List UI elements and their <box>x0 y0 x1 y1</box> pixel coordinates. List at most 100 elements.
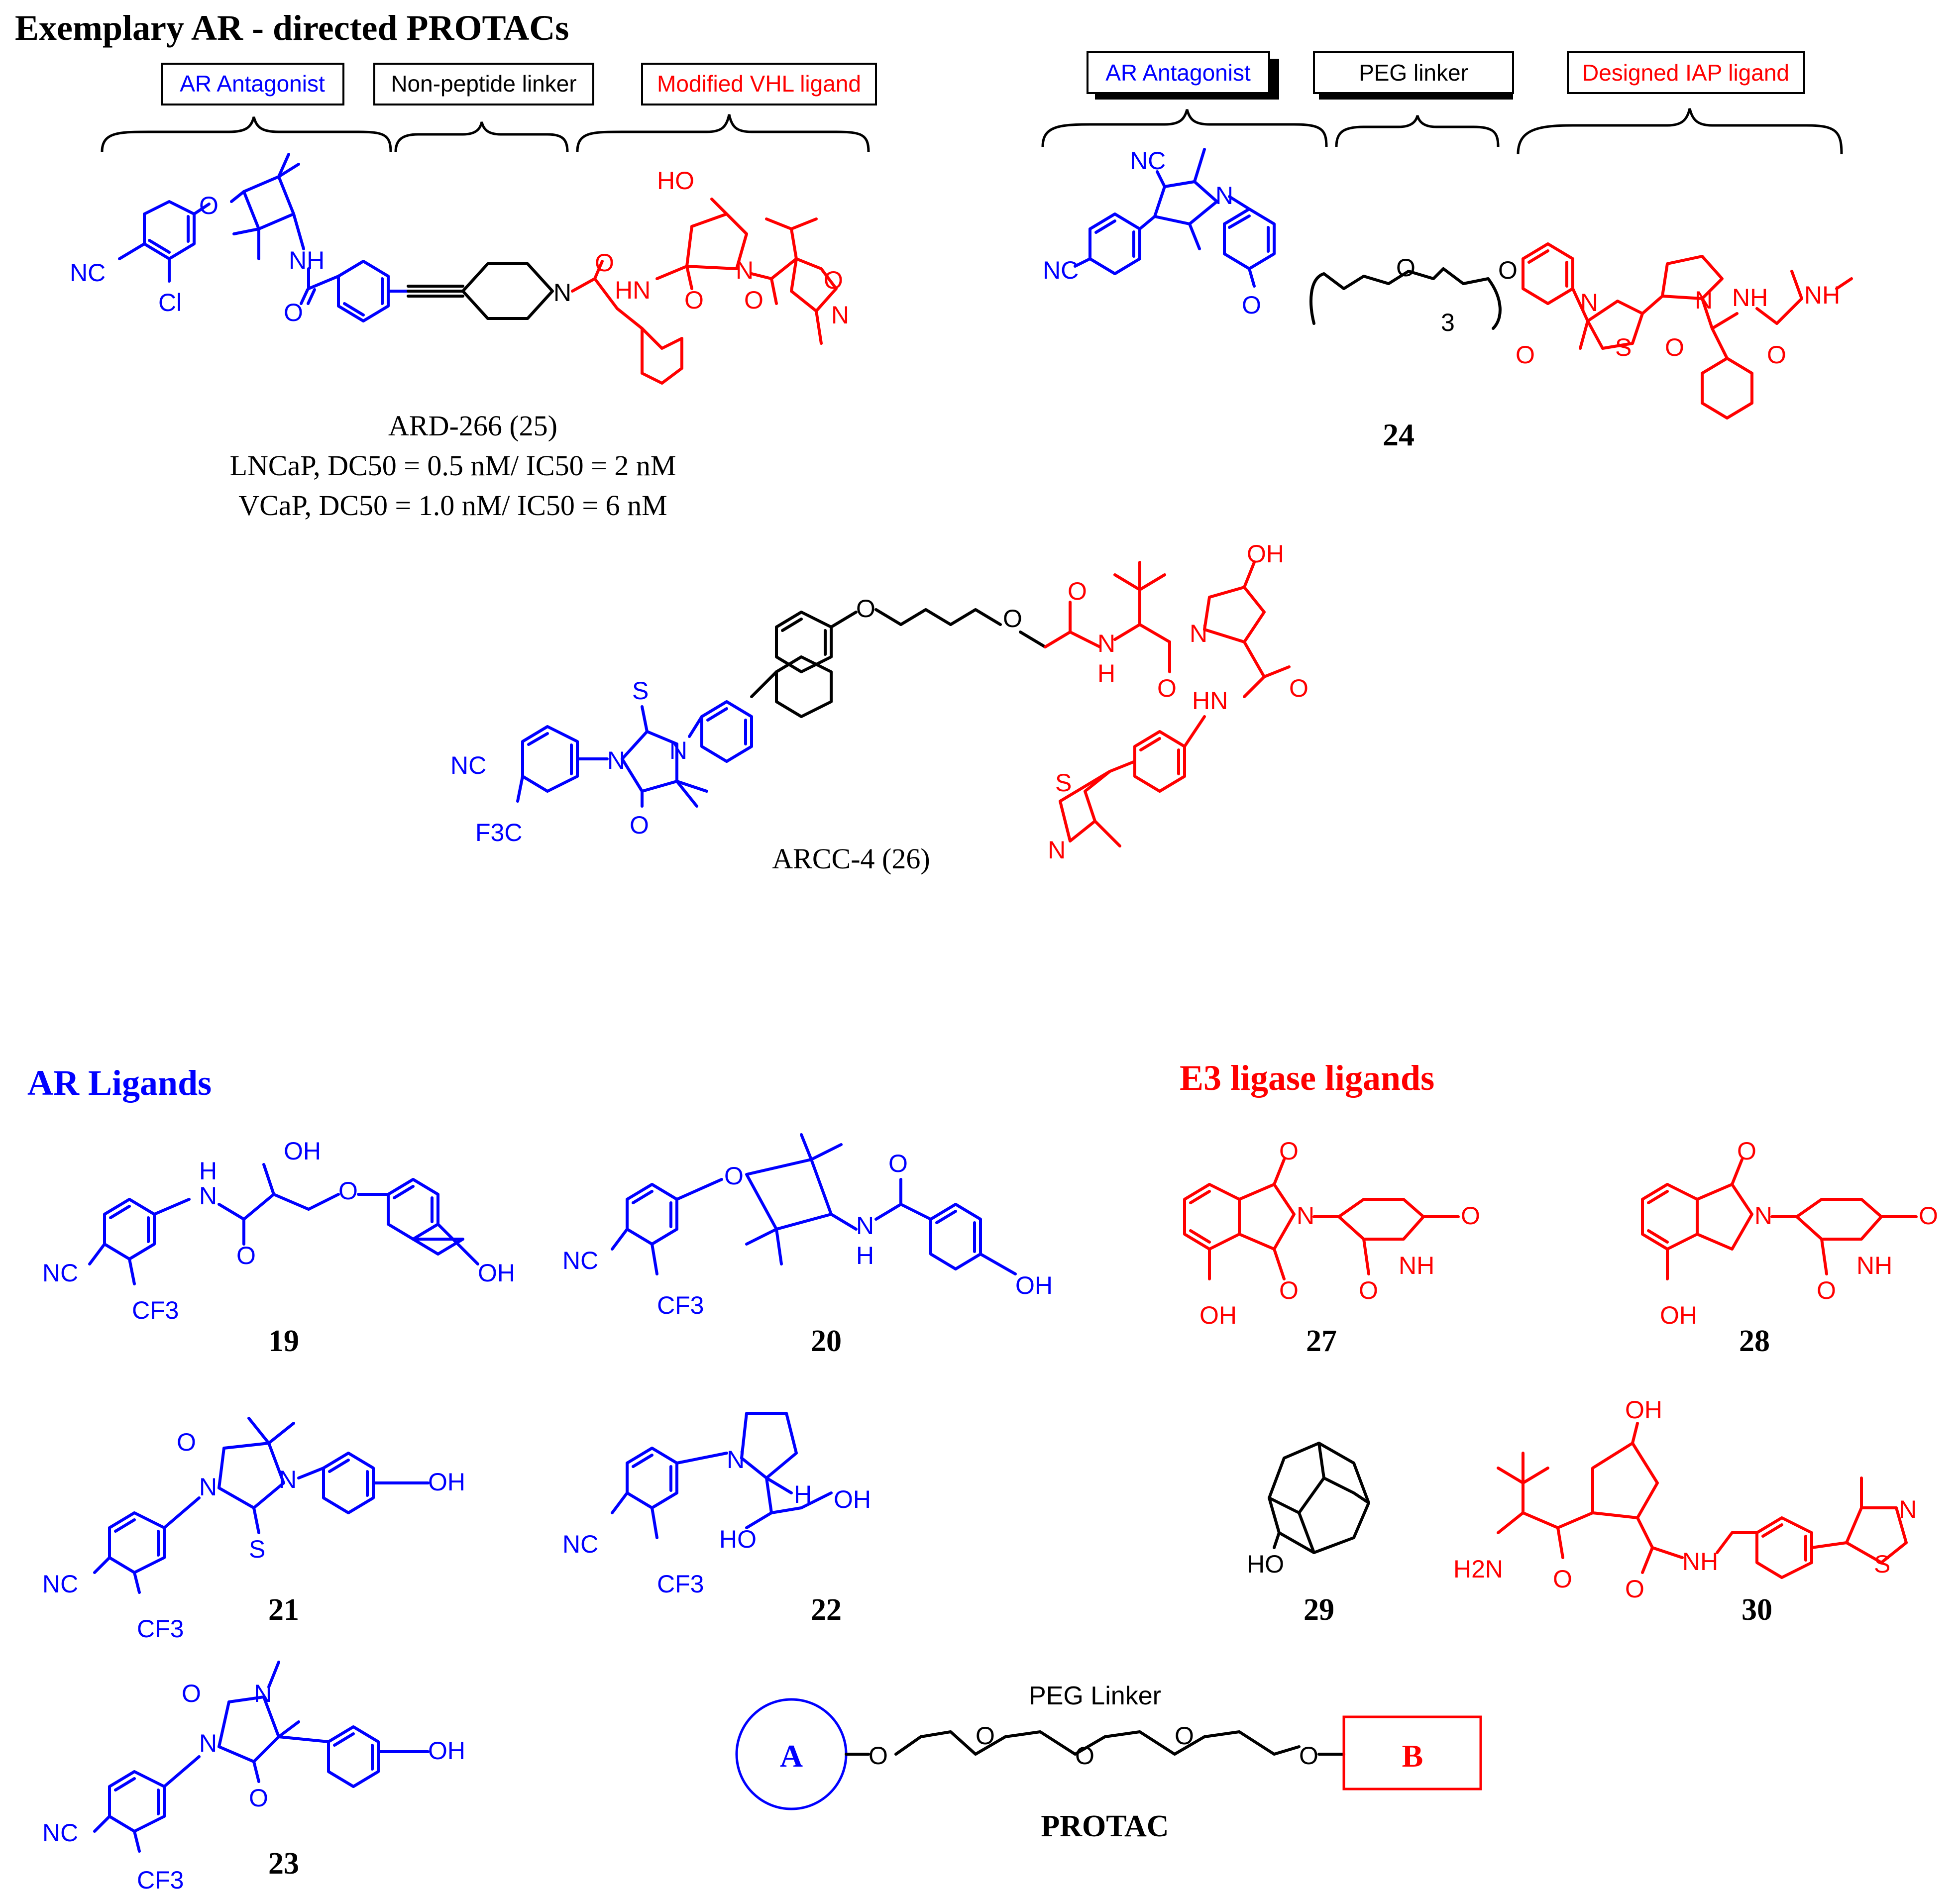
svg-text:O: O <box>1157 674 1177 702</box>
ar-ligand-20: NC CF3 O N H O OH <box>562 1133 1053 1319</box>
compound-25: AR Antagonist Non-peptide linker Modifie… <box>70 63 877 522</box>
peg-linker-moiety-24: O 3 O <box>1309 254 1518 336</box>
svg-text:NH: NH <box>1856 1252 1892 1279</box>
svg-text:F3C: F3C <box>475 819 522 846</box>
svg-text:O: O <box>1279 1137 1299 1165</box>
svg-text:NC: NC <box>562 1247 598 1274</box>
svg-text:O: O <box>1279 1276 1299 1304</box>
brace-linker-25 <box>394 121 569 152</box>
svg-text:CF3: CF3 <box>657 1291 704 1319</box>
svg-text:O: O <box>824 266 843 294</box>
ar-antagonist-moiety-24: NC NC N O <box>1043 147 1276 319</box>
svg-text:N: N <box>1580 289 1598 316</box>
svg-text:Designed IAP ligand: Designed IAP ligand <box>1582 60 1789 86</box>
svg-text:HO: HO <box>719 1525 757 1553</box>
svg-text:O: O <box>182 1680 201 1707</box>
tag-peg-linker-24: PEG linker <box>1313 51 1514 100</box>
tag-designed-iap-ligand: Designed IAP ligand <box>1567 51 1805 94</box>
svg-text:O: O <box>1498 256 1518 284</box>
svg-text:O: O <box>1461 1202 1480 1230</box>
svg-text:CF3: CF3 <box>657 1570 704 1598</box>
svg-text:O: O <box>724 1162 744 1190</box>
vhl-ligand-moiety-26: O N H O N OH O HN S <box>1044 540 1308 864</box>
svg-text:N: N <box>1215 182 1233 210</box>
svg-text:NC: NC <box>42 1259 78 1287</box>
svg-text:NH: NH <box>1732 284 1768 312</box>
brace-vhl-25 <box>576 114 870 152</box>
svg-text:O: O <box>869 1742 888 1770</box>
svg-text:NC: NC <box>450 751 486 779</box>
svg-text:HN: HN <box>1192 687 1228 715</box>
e3-ligand-27: OH O O N O NH O <box>1183 1137 1480 1329</box>
svg-text:O: O <box>1516 341 1535 369</box>
svg-text:HO: HO <box>657 167 694 195</box>
svg-text:N: N <box>1048 836 1066 864</box>
e3-ligase-ligands-heading: E3 ligase ligands <box>1180 1058 1434 1098</box>
svg-text:O: O <box>249 1784 268 1812</box>
peg-linker-label: PEG Linker <box>1029 1682 1161 1710</box>
svg-text:HN: HN <box>615 276 651 304</box>
svg-text:OH: OH <box>1625 1396 1662 1424</box>
svg-text:S: S <box>1874 1550 1890 1578</box>
svg-text:N: N <box>669 737 687 764</box>
ar-ligand-21-label: 21 <box>268 1593 299 1627</box>
ar-ligand-23-label: 23 <box>268 1847 299 1881</box>
svg-text:S: S <box>1055 769 1072 797</box>
svg-text:O: O <box>1737 1137 1756 1165</box>
svg-text:AR Antagonist: AR Antagonist <box>180 71 325 97</box>
svg-text:NC: NC <box>1130 147 1166 175</box>
svg-text:3: 3 <box>1441 309 1455 336</box>
svg-text:O: O <box>177 1428 196 1456</box>
ar-ligand-19-label: 19 <box>268 1324 299 1358</box>
tag-modified-vhl-ligand: Modified VHL ligand <box>641 63 877 105</box>
svg-text:N: N <box>199 1473 217 1501</box>
svg-text:H2N: H2N <box>1453 1555 1503 1583</box>
svg-text:Cl: Cl <box>158 289 182 316</box>
svg-text:H: H <box>199 1157 217 1185</box>
ar-ligand-20-label: 20 <box>811 1324 842 1358</box>
compound-24: AR Antagonist PEG linker Designed IAP li… <box>1041 51 1853 452</box>
svg-text:O: O <box>684 286 704 314</box>
svg-text:O: O <box>1553 1565 1572 1593</box>
svg-text:O: O <box>1075 1742 1094 1770</box>
compound-25-vcap: VCaP, DC50 = 1.0 nM/ IC50 = 6 nM <box>238 489 667 522</box>
svg-text:CF3: CF3 <box>137 1615 184 1643</box>
ar-ligand-23: NC CF3 N O N O OH <box>42 1661 465 1894</box>
svg-text:OH: OH <box>428 1468 465 1496</box>
linker-moiety-26: O O <box>750 595 1047 718</box>
svg-text:N: N <box>279 1466 297 1493</box>
svg-text:N: N <box>856 1212 874 1240</box>
svg-text:O: O <box>1396 254 1416 282</box>
compound-26: NC F3C N S O N O O <box>450 540 1308 875</box>
ar-antagonist-moiety-26: NC F3C N S O N <box>450 677 753 846</box>
brace-peg-24 <box>1335 115 1500 147</box>
svg-text:S: S <box>632 677 649 705</box>
svg-text:O: O <box>1767 341 1786 369</box>
compound-26-name: ARCC-4 (26) <box>772 843 930 875</box>
svg-text:N: N <box>831 301 849 329</box>
svg-text:N: N <box>1899 1495 1917 1523</box>
svg-text:O: O <box>1665 333 1684 361</box>
svg-text:N: N <box>553 279 571 307</box>
svg-text:N: N <box>199 1729 217 1757</box>
svg-text:NC: NC <box>562 1530 598 1558</box>
svg-text:CF3: CF3 <box>137 1866 184 1894</box>
ar-ligand-21: NC CF3 N O S N OH <box>42 1417 465 1643</box>
iap-ligand-moiety-24: O N S N O NH O NH <box>1516 242 1853 420</box>
brace-ar-24 <box>1041 109 1328 147</box>
svg-text:O: O <box>888 1150 908 1177</box>
e3-ligand-b-label: B <box>1402 1738 1423 1774</box>
svg-text:H: H <box>1097 659 1115 687</box>
brace-ar-25 <box>101 116 392 152</box>
vhl-ligand-moiety-25: O HN O HO N O O N <box>571 167 849 385</box>
svg-text:OH: OH <box>1660 1301 1697 1329</box>
svg-text:NH: NH <box>1804 281 1840 309</box>
tag-ar-antagonist-24: AR Antagonist <box>1087 51 1279 100</box>
svg-text:O: O <box>1359 1276 1378 1304</box>
e3-ligand-30: H2N O OH O NH N S <box>1453 1396 1917 1603</box>
compound-24-label: 24 <box>1383 417 1415 452</box>
svg-text:O: O <box>1289 674 1308 702</box>
svg-text:OH: OH <box>1199 1301 1237 1329</box>
svg-text:S: S <box>249 1535 265 1563</box>
